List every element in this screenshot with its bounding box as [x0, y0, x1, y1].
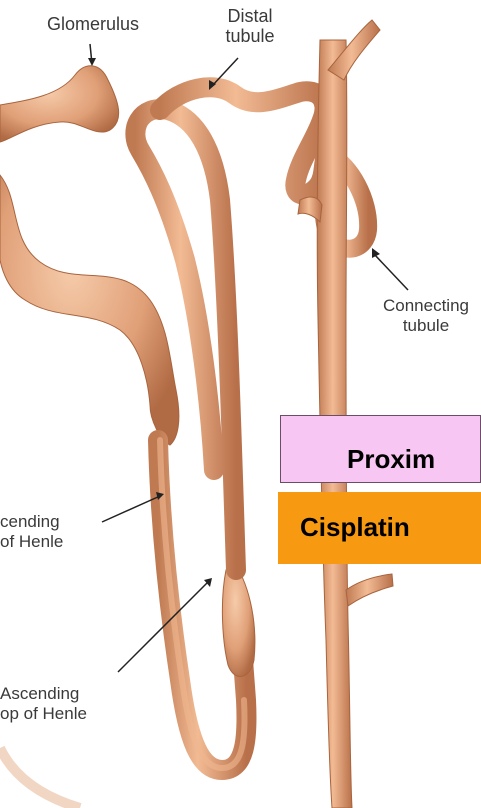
label-connecting-tubule: Connecting tubule — [356, 296, 481, 336]
label-thin-ascending-line2: of Henle — [0, 532, 100, 552]
loop-of-henle — [135, 109, 255, 770]
label-thick-ascending-limb: Ascending op of Henle — [0, 684, 130, 724]
proximal-overlay-box: Proxim — [280, 415, 481, 483]
label-thin-ascending-limb: cending of Henle — [0, 512, 100, 552]
label-distal-tubule-line2: tubule — [200, 26, 300, 46]
cisplatin-overlay-box: Cisplatin — [278, 492, 481, 564]
label-thick-ascending-line1: Ascending — [0, 684, 130, 704]
proximal-convoluted-tubule — [0, 66, 179, 445]
label-connecting-tubule-line2: tubule — [356, 316, 481, 336]
label-glomerulus: Glomerulus — [18, 14, 168, 34]
label-thin-ascending-line1: cending — [0, 512, 100, 532]
label-glomerulus-text: Glomerulus — [18, 14, 168, 34]
label-distal-tubule-line1: Distal — [200, 6, 300, 26]
label-distal-tubule: Distal tubule — [200, 6, 300, 46]
cortex-boundary-arc — [0, 748, 80, 808]
connecting-tubule-leader — [374, 254, 408, 290]
label-thick-ascending-line2: op of Henle — [0, 704, 130, 724]
proximal-overlay-text: Proxim — [347, 444, 435, 474]
cisplatin-overlay-text: Cisplatin — [300, 512, 410, 542]
label-connecting-tubule-line1: Connecting — [356, 296, 481, 316]
